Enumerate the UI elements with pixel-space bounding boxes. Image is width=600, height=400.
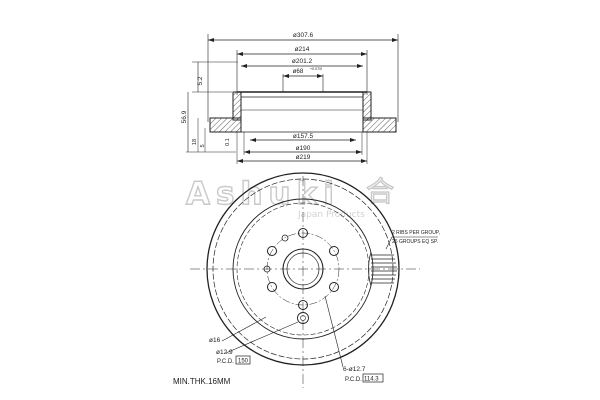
min-thickness-note: MIN.THK.16MM — [173, 377, 231, 386]
bolt-hole — [329, 282, 339, 292]
dim-157: ø157.5 — [293, 133, 314, 140]
dim-medium-hole: ø12.9 — [216, 349, 233, 356]
dim-outer-diameter: ø307.6 — [293, 32, 314, 39]
section-view — [186, 34, 399, 164]
dim-inner-hat-diameter: ø201.2 — [292, 58, 313, 65]
dimension-arrows — [208, 38, 398, 163]
pcd-value-1: 150 — [238, 359, 249, 365]
dim-bore-tolerance: +0.07/0 — [310, 67, 322, 71]
watermark-kanji: 合 — [366, 175, 394, 208]
watermark-logo: Ashuki 合 Japan Products — [185, 174, 394, 220]
pcd-label-2: P.C.D. — [345, 377, 362, 383]
note-ribs-per-group: 2 RIBS PER GROUP, — [392, 230, 440, 236]
dim-5: 5 — [200, 144, 206, 147]
pcd-label-1: P.C.D. — [217, 359, 234, 365]
pcd-value-2: 114.3 — [364, 377, 379, 383]
bolt-hole — [298, 300, 308, 310]
front-view — [190, 172, 438, 388]
dim-0-1: 0.1 — [225, 138, 231, 146]
rib-detail — [368, 251, 397, 287]
note-groups: 26 GROUPS EQ SP. — [392, 239, 438, 245]
bolt-hole — [267, 282, 277, 292]
dim-219: ø219 — [296, 154, 311, 161]
watermark-brand: Ashuki — [186, 176, 340, 212]
dim-bore-diameter: ø68 — [293, 68, 304, 75]
bolt-hole-spec: 6-ø12.7 — [343, 366, 366, 373]
dim-small-hole: ø16 — [209, 337, 221, 344]
bolt-hole — [329, 246, 339, 256]
watermark-tagline: Japan Products — [297, 210, 365, 220]
bolt-hole — [267, 246, 277, 256]
dim-190: ø190 — [296, 145, 311, 152]
dim-hat-depth: 5.2 — [197, 76, 204, 85]
dim-overall-height: 56.9 — [181, 110, 188, 123]
dim-hat-diameter: ø214 — [295, 46, 310, 53]
dim-18: 18 — [192, 139, 198, 145]
bolt-hole — [298, 228, 308, 238]
